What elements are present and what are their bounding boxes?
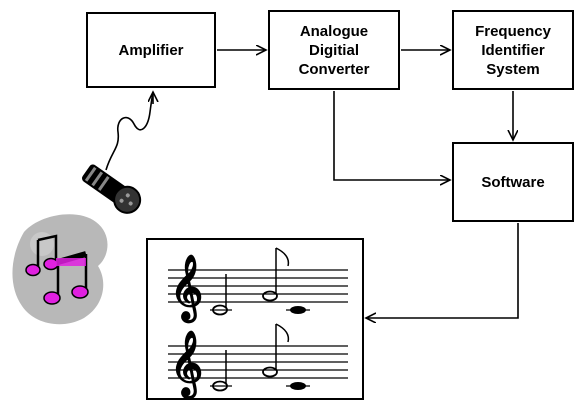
amplifier-block: Amplifier bbox=[86, 12, 216, 88]
adc-label: Analogue Digitial Converter bbox=[298, 22, 370, 78]
svg-text:𝄞: 𝄞 bbox=[170, 254, 203, 323]
fis-label: Frequency Identifier System bbox=[475, 22, 551, 78]
svg-text:𝄞: 𝄞 bbox=[170, 330, 203, 398]
software-label: Software bbox=[481, 173, 545, 191]
sheet-music-block: 𝄞 𝄞 bbox=[146, 238, 364, 400]
software-block: Software bbox=[452, 142, 574, 222]
arrow-software-to-score bbox=[366, 223, 519, 318]
amplifier-label: Amplifier bbox=[118, 41, 184, 59]
sheet-music-icon: 𝄞 𝄞 bbox=[168, 247, 348, 398]
frequency-identifier-system-block: Frequency Identifier System bbox=[452, 10, 574, 90]
arrow-adc-to-software bbox=[333, 91, 450, 180]
analogue-digital-converter-block: Analogue Digitial Converter bbox=[268, 10, 400, 90]
microphone-cable bbox=[105, 91, 154, 171]
